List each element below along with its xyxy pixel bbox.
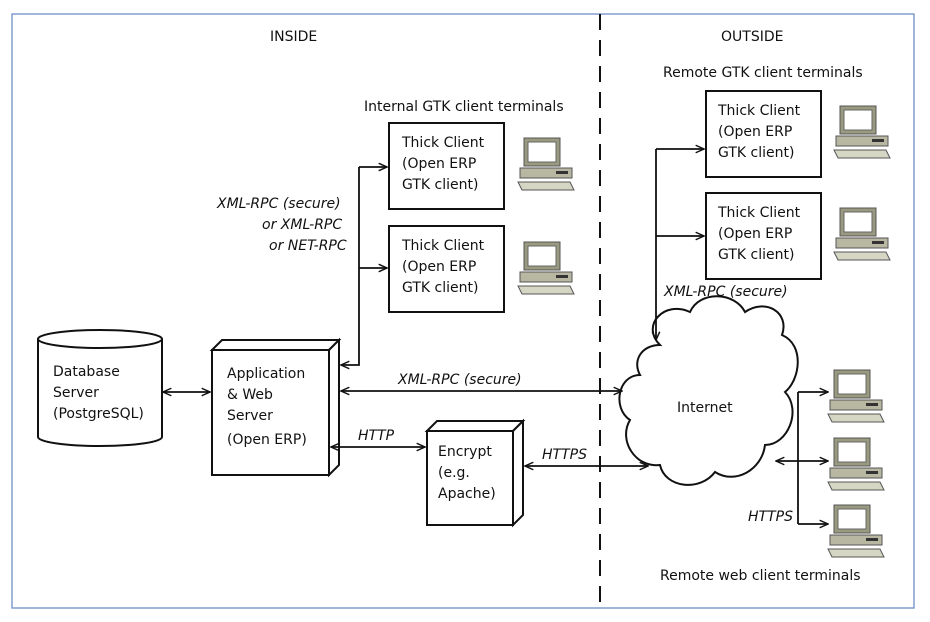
computer-terminal-icon <box>827 437 885 491</box>
internal-protocol-line2: or XML-RPC <box>262 217 343 233</box>
remote-thick-client-box-2 <box>705 192 822 280</box>
app-server-product: (Open ERP) <box>227 432 307 448</box>
https-web-protocol: HTTPS <box>748 509 793 525</box>
internal-thick-client-2-label: Thick Client (Open ERP GTK client) <box>402 238 485 296</box>
internet-label: Internet <box>677 400 733 416</box>
computer-terminal-icon <box>833 105 891 159</box>
remote-thick-client-2-label: Thick Client (Open ERP GTK client) <box>718 205 801 263</box>
remote-thick-client-1-label: Thick Client (Open ERP GTK client) <box>718 103 801 161</box>
computer-terminal-icon <box>827 504 885 558</box>
internal-protocol-line3: or NET-RPC <box>269 238 347 254</box>
internal-thick-client-box-2 <box>388 225 505 313</box>
encrypt-label: Encrypt (e.g. Apache) <box>438 444 496 502</box>
app-server-label: Application & Web Server <box>227 366 306 424</box>
remote-web-caption: Remote web client terminals <box>660 568 861 584</box>
inside-region-label: INSIDE <box>270 29 318 45</box>
https-encrypt-protocol: HTTPS <box>542 447 587 463</box>
encrypt-box <box>424 418 526 528</box>
computer-terminal-icon <box>833 207 891 261</box>
app-server-box <box>209 337 342 478</box>
app-internal-bus <box>341 167 360 365</box>
remote-gtk-protocol: XML-RPC (secure) <box>664 284 788 300</box>
remote-gtk-caption: Remote GTK client terminals <box>663 65 863 81</box>
internal-thick-client-box-1 <box>388 122 505 210</box>
internet-cloud <box>618 295 799 486</box>
database-server <box>37 329 163 447</box>
computer-terminal-icon <box>517 241 575 295</box>
internal-thick-client-1-label: Thick Client (Open ERP GTK client) <box>402 135 485 193</box>
computer-terminal-icon <box>827 369 885 423</box>
diagram-frame <box>11 13 915 609</box>
internal-gtk-caption: Internal GTK client terminals <box>364 99 564 115</box>
remote-thick-client-box-1 <box>705 90 822 178</box>
internal-protocol-line1: XML-RPC (secure) <box>217 196 341 212</box>
database-label: Database Server (PostgreSQL) <box>53 364 144 422</box>
outside-region-label: OUTSIDE <box>721 29 784 45</box>
computer-terminal-icon <box>517 137 575 191</box>
http-protocol: HTTP <box>358 428 395 444</box>
app-internet-protocol: XML-RPC (secure) <box>398 372 522 388</box>
